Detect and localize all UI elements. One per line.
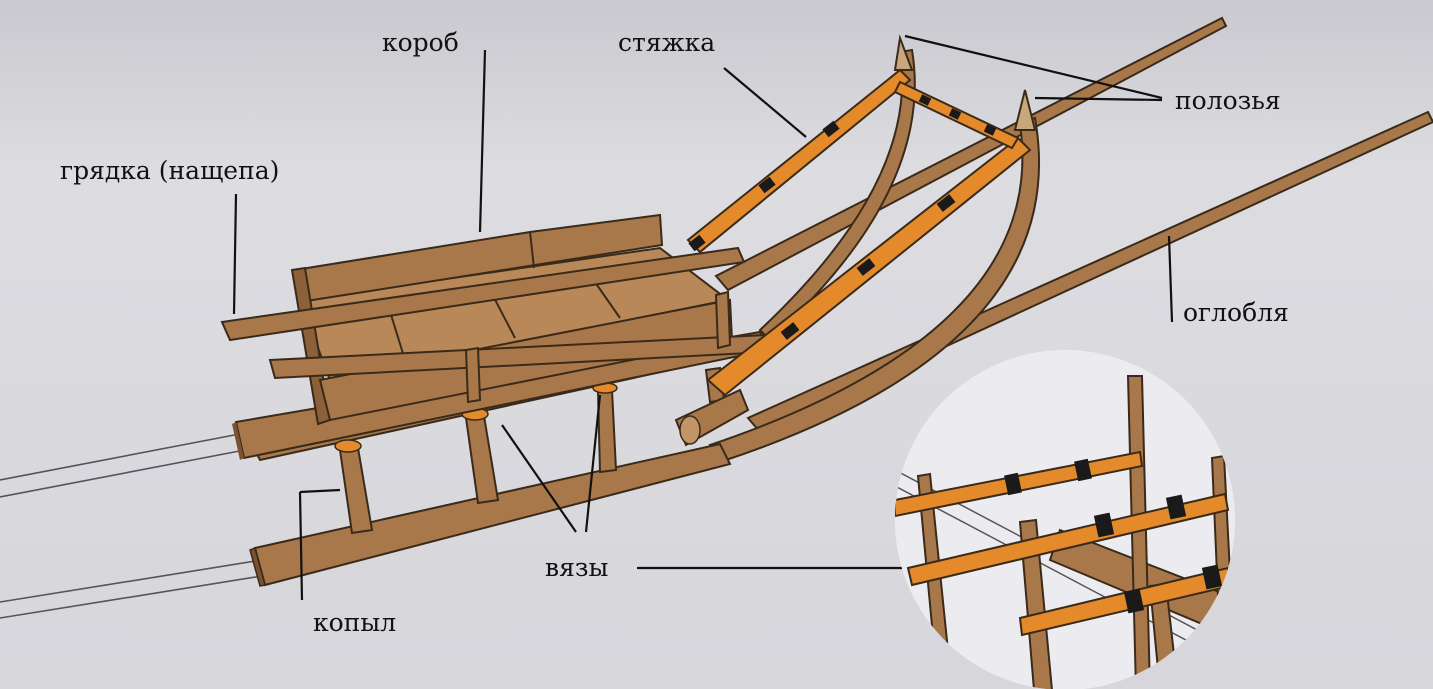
label-shaft: оглобля [1183, 298, 1289, 327]
tow-ropes [0, 431, 263, 619]
runner-front [249, 89, 1040, 587]
label-stanchion: копыл [313, 608, 397, 637]
label-runners: полозья [1175, 86, 1281, 115]
box [220, 213, 770, 426]
front-crosspiece [674, 388, 750, 447]
label-rail: грядка (нащепа) [60, 156, 280, 185]
tie-bundles [686, 68, 1032, 397]
bindings-inset [895, 350, 1235, 689]
stanchions [338, 366, 726, 535]
label-tie: стяжка [618, 28, 716, 57]
label-box: короб [382, 28, 459, 57]
leader-lines [232, 34, 1174, 601]
label-bindings: вязы [545, 553, 609, 582]
